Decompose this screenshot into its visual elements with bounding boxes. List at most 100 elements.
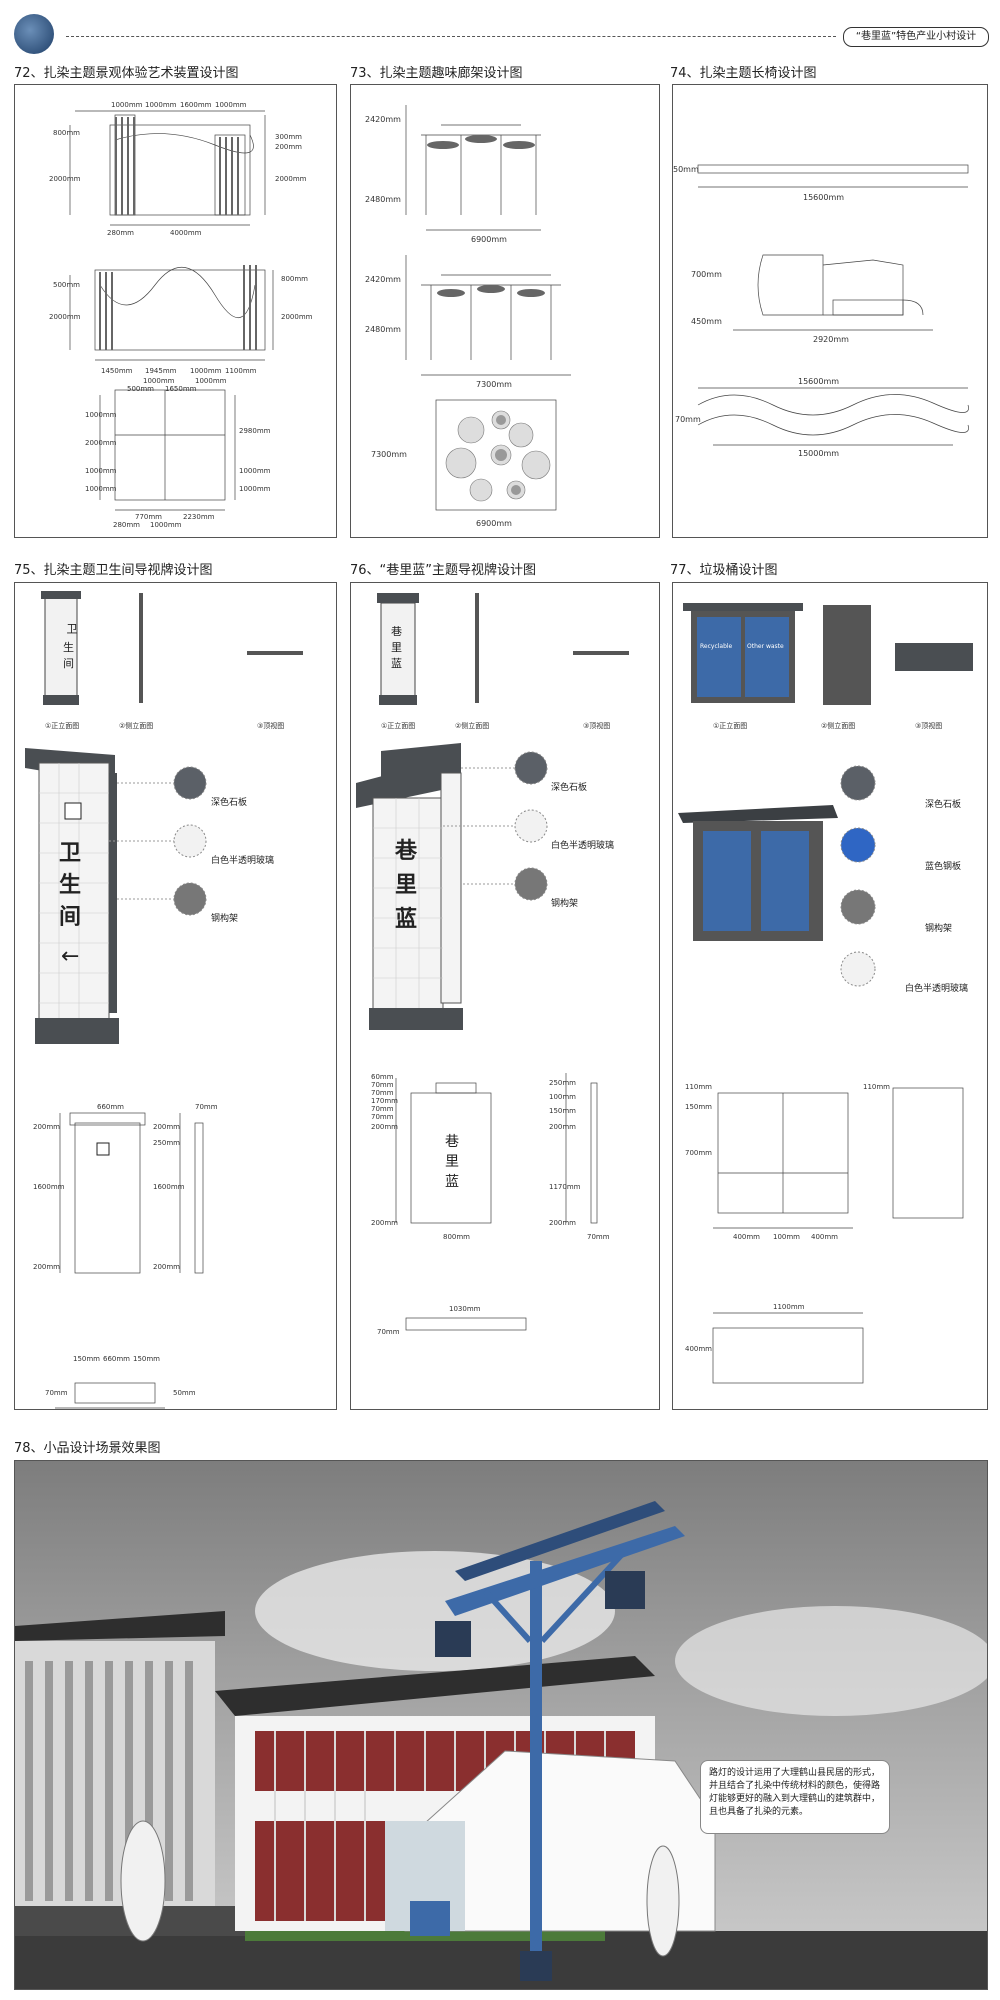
panel-74-drawing: [697, 164, 969, 446]
section-title-73: 73、扎染主题趣味廊架设计图: [350, 66, 523, 81]
dim-72-l3: 500mm: [53, 281, 80, 289]
dim-75-8: 1600mm: [153, 1183, 185, 1191]
sign76-large-char-3: 蓝: [395, 907, 418, 932]
sign-large-char-2: 生: [59, 873, 82, 898]
dim-74-a2: 15600mm: [803, 193, 845, 202]
dim-72-top-1: 1000mm: [111, 101, 143, 109]
material-label-stone-77: 深色石板: [925, 800, 962, 810]
dim-72-top-3: 1600mm: [180, 101, 212, 109]
dim-76-r1: 250mm: [549, 1079, 576, 1087]
dim-73-b1: 2420mm: [365, 275, 401, 284]
view-label-front-76: ①正立面图: [381, 722, 416, 730]
sign76-small-char-1: 巷: [391, 625, 402, 638]
dim-73-c2: 6900mm: [476, 519, 512, 528]
dim-72-b4: 1945mm: [145, 367, 177, 375]
dim-76-l4: 170mm: [371, 1097, 398, 1105]
sign76-drawing-char-3: 蓝: [445, 1174, 459, 1190]
material-label-glass-75: 白色半透明玻璃: [211, 856, 275, 866]
dim-75-1: 660mm: [97, 1103, 124, 1111]
panel-75-drawing: ←: [25, 591, 303, 1409]
panel-75: ← 卫 生 间 ①正立面图 ②侧立面图 ③顶视图 卫 生 间 深色石板 白色半透…: [14, 582, 337, 1410]
dim-77-9: 400mm: [685, 1345, 712, 1353]
panel-74: 50mm 15600mm 700mm 450mm 2920mm 15600mm …: [672, 84, 988, 538]
sign76-large-char-2: 里: [395, 873, 418, 898]
view-label-top-76: ③顶视图: [583, 722, 611, 730]
panel-77-drawing: [678, 603, 973, 1384]
dim-75-6: 200mm: [153, 1123, 180, 1131]
dim-72-b14: 1000mm: [150, 521, 182, 529]
view-label-top-75: ③顶视图: [257, 722, 285, 730]
dim-77-4: 110mm: [863, 1083, 890, 1091]
dim-72-r3: 2000mm: [275, 175, 307, 183]
header-tag: “巷里蓝”特色产业小村设计: [843, 27, 989, 47]
dim-76-b4: 70mm: [377, 1328, 400, 1336]
panel-76-drawing: [356, 593, 629, 1331]
dim-72-r1: 300mm: [275, 133, 302, 141]
dim-77-1: 110mm: [685, 1083, 712, 1091]
dim-72-b8: 500mm: [127, 385, 154, 393]
dim-75-5: 200mm: [33, 1263, 60, 1271]
dim-72-b10: 1000mm: [195, 377, 227, 385]
material-label-steel-76: 钢构架: [551, 899, 579, 909]
section-title-77: 77、垃圾桶设计图: [670, 563, 778, 578]
sign76-small-char-3: 蓝: [391, 657, 402, 670]
section-title-72: 72、扎染主题景观体验艺术装置设计图: [14, 66, 239, 81]
panel-73: 2420mm 2480mm 6900mm 2420mm 2480mm 7300m…: [350, 84, 660, 538]
dim-73-a3: 6900mm: [471, 235, 507, 244]
dim-72-b13: 280mm: [113, 521, 140, 529]
dim-74-c3: 15000mm: [798, 449, 840, 458]
view-label-side-77: ②侧立面图: [821, 722, 856, 730]
dim-75-14: 50mm: [173, 1389, 196, 1397]
header-divider: [66, 36, 836, 37]
material-label-stone-76: 深色石板: [551, 783, 588, 793]
view-label-side-75: ②侧立面图: [119, 722, 154, 730]
dim-72-r4: 800mm: [281, 275, 308, 283]
dim-72-r7: 1000mm: [239, 467, 271, 475]
material-label-steel-77: 钢构架: [925, 924, 953, 934]
bin-label-recyclable: Recyclable: [700, 643, 733, 650]
dim-72-top-4: 1000mm: [215, 101, 247, 109]
panel-76: 巷 里 蓝 ①正立面图 ②侧立面图 ③顶视图 巷 里 蓝 深色石板 白色半透明玻…: [350, 582, 660, 1410]
dim-72-l4: 2000mm: [49, 313, 81, 321]
dim-72-l2: 2000mm: [49, 175, 81, 183]
dim-76-r2: 100mm: [549, 1093, 576, 1101]
dim-72-b11: 770mm: [135, 513, 162, 521]
dim-76-r4: 200mm: [549, 1123, 576, 1131]
dim-74-b3: 2920mm: [813, 335, 849, 344]
dim-72-r2: 200mm: [275, 143, 302, 151]
material-label-stone-75: 深色石板: [211, 798, 248, 808]
sign76-drawing-char-1: 巷: [445, 1134, 459, 1150]
dim-75-10: 150mm: [73, 1355, 100, 1363]
scene-render-drawing: [15, 1501, 987, 1989]
dim-72-l7: 1000mm: [85, 467, 117, 475]
dim-72-r6: 2980mm: [239, 427, 271, 435]
material-label-glass-77: 白色半透明玻璃: [905, 984, 969, 994]
dim-74-c1: 15600mm: [798, 377, 840, 386]
view-label-front-75: ①正立面图: [45, 722, 80, 730]
section-title-76: 76、“巷里蓝”主题导视牌设计图: [350, 563, 537, 578]
dim-73-c1: 7300mm: [371, 450, 407, 459]
dim-72-r5: 2000mm: [281, 313, 313, 321]
dim-77-6: 100mm: [773, 1233, 800, 1241]
view-label-side-76: ②侧立面图: [455, 722, 490, 730]
logo: [14, 14, 54, 54]
dim-75-12: 150mm: [133, 1355, 160, 1363]
sign-large-char-1: 卫: [59, 841, 82, 866]
material-label-blue-steel-77: 蓝色钢板: [925, 862, 962, 872]
svg-text:←: ←: [61, 944, 79, 969]
dim-75-11: 660mm: [103, 1355, 130, 1363]
dim-76-b2: 70mm: [587, 1233, 610, 1241]
sign-small-char-2: 生: [63, 641, 74, 654]
dim-75-13: 70mm: [45, 1389, 68, 1397]
panel-72: 1000mm 1000mm 1600mm 1000mm 800mm 2000mm…: [14, 84, 337, 538]
material-label-steel-75: 钢构架: [211, 914, 239, 924]
dim-77-3: 700mm: [685, 1149, 712, 1157]
dim-76-l6: 70mm: [371, 1113, 394, 1121]
dim-72-b6: 1100mm: [225, 367, 257, 375]
material-label-glass-76: 白色半透明玻璃: [551, 841, 615, 851]
section-title-75: 75、扎染主题卫生间导视牌设计图: [14, 563, 213, 578]
scene-annotation: 路灯的设计运用了大理鹤山县民居的形式，并且结合了扎染中传统材料的颜色，使得路灯能…: [700, 1760, 890, 1834]
dim-73-a2: 2480mm: [365, 195, 401, 204]
dim-77-8: 1100mm: [773, 1303, 805, 1311]
dim-76-l7: 200mm: [371, 1123, 398, 1131]
